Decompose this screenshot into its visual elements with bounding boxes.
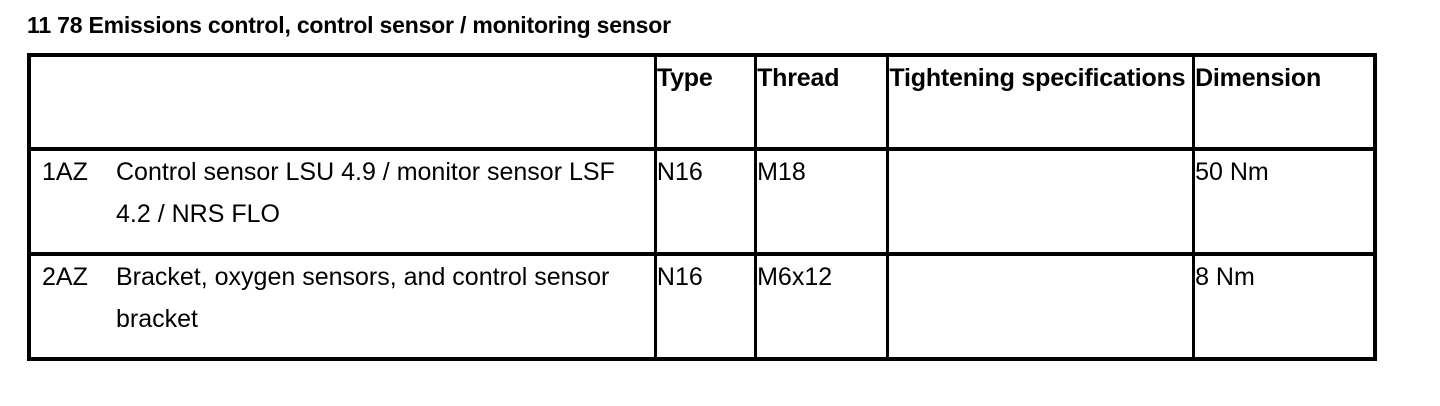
table-row: 1AZ Control sensor LSU 4.9 / monitor sen… bbox=[29, 149, 1375, 256]
specifications-table: Type Thread Tightening specifications Di… bbox=[27, 53, 1377, 361]
cell-dimension: 50 Nm bbox=[1193, 149, 1375, 256]
cell-tightening-specifications bbox=[887, 149, 1196, 256]
table-row: 2AZ Bracket, oxygen sensors, and control… bbox=[29, 254, 1375, 359]
cell-description: 2AZ Bracket, oxygen sensors, and control… bbox=[29, 254, 657, 359]
cell-dimension: 8 Nm bbox=[1195, 263, 1255, 291]
cell-type: N16 bbox=[655, 149, 758, 256]
cell-type: N16 bbox=[655, 254, 758, 359]
column-header-index bbox=[29, 55, 657, 151]
column-header-thread: Thread bbox=[755, 55, 890, 151]
cell-thread: M18 bbox=[755, 149, 890, 256]
item-description: Control sensor LSU 4.9 / monitor sensor … bbox=[116, 158, 615, 228]
table-header-row: Type Thread Tightening specifications Di… bbox=[29, 55, 1375, 151]
item-description: Bracket, oxygen sensors, and control sen… bbox=[116, 263, 610, 333]
cell-description: 1AZ Control sensor LSU 4.9 / monitor sen… bbox=[29, 149, 657, 256]
page-title: 11 78 Emissions control, control sensor … bbox=[27, 12, 671, 38]
item-number: 2AZ bbox=[42, 263, 88, 291]
column-header-tightening-specifications: Tightening specifications bbox=[887, 55, 1196, 151]
item-number: 1AZ bbox=[42, 158, 88, 186]
column-header-type: Type bbox=[655, 55, 758, 151]
cell-thread: M6x12 bbox=[755, 254, 890, 359]
cell-tightening-specifications bbox=[887, 254, 1196, 359]
column-header-dimension: Dimension bbox=[1193, 55, 1375, 151]
